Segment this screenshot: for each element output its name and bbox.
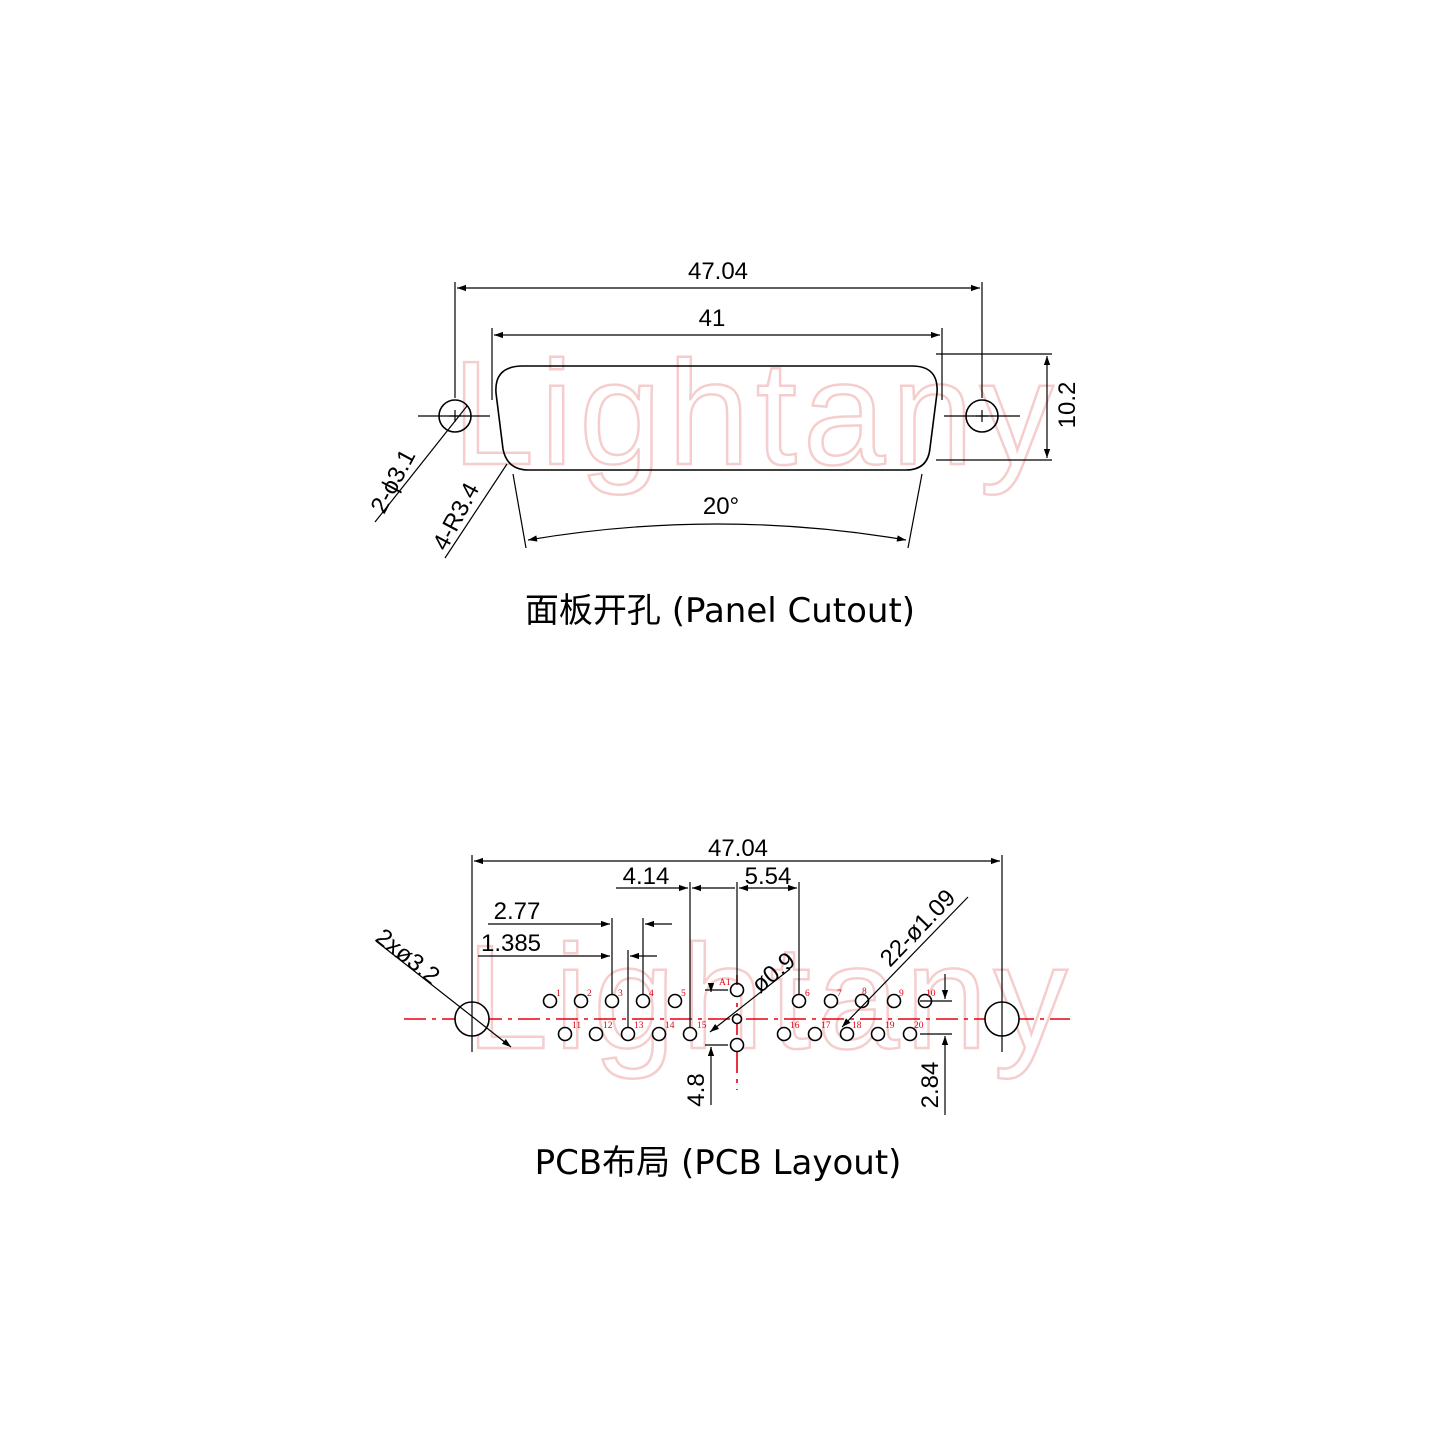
pin-hole: [542, 993, 558, 1009]
label-corner-radius: 4-R3.4: [427, 479, 485, 555]
dim-panel-body-width: 41: [699, 305, 726, 332]
pin-label: 8: [862, 987, 867, 997]
pin-label: 1: [556, 989, 561, 999]
pin-label: 11: [572, 1021, 581, 1031]
pin-hole: [839, 1026, 855, 1042]
pin-hole: [588, 1026, 604, 1042]
pin-hole: [635, 993, 651, 1009]
d-sub-cutout-outline: [495, 365, 938, 471]
pin-label: 9: [899, 989, 904, 999]
pin-hole: [902, 1026, 918, 1042]
pin-hole: [791, 993, 807, 1009]
pin-hole: [886, 993, 902, 1009]
pin-hole: [573, 993, 589, 1009]
watermark-bottom: Lightany: [466, 915, 1074, 1080]
pin-label: 2: [587, 989, 592, 999]
pin-hole: [667, 993, 683, 1009]
watermark-top: Lightany: [452, 331, 1060, 496]
pin-hole: [620, 1026, 636, 1042]
pin-hole: [823, 993, 839, 1009]
pin-holes: [542, 982, 933, 1053]
pin-hole: [557, 1026, 573, 1042]
dim-pcb-overall-width: 47.04: [708, 835, 768, 862]
pin-label: 15: [697, 1021, 707, 1031]
dim-panel-height: 10.2: [1054, 382, 1081, 429]
pin-label: 10: [926, 989, 936, 999]
pin-hole: [776, 1026, 792, 1042]
pin-hole: [729, 1037, 745, 1053]
pin-hole: [651, 1026, 667, 1042]
pin-hole: [731, 1013, 743, 1025]
pin-label: 6: [805, 989, 810, 999]
dim-pitch: 2.77: [494, 898, 541, 925]
dim-row-spacing: 2.84: [917, 1062, 944, 1109]
pin-label: 19: [885, 1021, 895, 1031]
pin-hole: [854, 993, 870, 1009]
dim-right-offset: 5.54: [745, 863, 792, 890]
dim-arc-angle: [527, 523, 907, 542]
pin-label: 4: [649, 989, 654, 999]
pin-hole: [604, 993, 620, 1009]
pin-hole: [870, 1026, 886, 1042]
pin-hole: [729, 982, 745, 998]
pin-label: 12: [603, 1021, 613, 1031]
pin-label: A1: [719, 978, 731, 988]
pin-label: 17: [821, 1021, 831, 1031]
pin-label: 3: [618, 989, 623, 999]
label-mount-holes: 2-ϕ3.1: [365, 445, 421, 518]
pin-label: 7: [837, 989, 842, 999]
dim-panel-overall-width: 47.04: [688, 258, 748, 285]
label-pcb-mount-holes: 2xø3.2: [370, 923, 444, 989]
panel-cutout-title: 面板开孔 (Panel Cutout): [525, 591, 915, 631]
pin-hole: [807, 1026, 823, 1042]
dim-panel-angle: 20°: [703, 493, 739, 520]
pin-label: 16: [790, 1021, 800, 1031]
pin-label: 13: [634, 1021, 644, 1031]
pin-hole: [682, 1026, 698, 1042]
pcb-layout-title: PCB布局 (PCB Layout): [535, 1143, 902, 1183]
dim-left-offset: 4.14: [623, 863, 670, 890]
pin-label: 5: [681, 989, 686, 999]
dim-row-offset: 4.8: [683, 1073, 710, 1106]
pin-labels: 1 2 3 4 5 A1 6 7 8 9 10 11 12 13 14 15 1…: [556, 978, 936, 1031]
pin-label: 20: [914, 1021, 924, 1031]
pin-label: 14: [665, 1021, 675, 1031]
pin-label: 18: [852, 1021, 862, 1031]
pcb-layout-view: 1 2 3 4 5 A1 6 7 8 9 10 11 12 13 14 15 1…: [370, 835, 1070, 1183]
dim-half-pitch: 1.385: [481, 930, 541, 957]
